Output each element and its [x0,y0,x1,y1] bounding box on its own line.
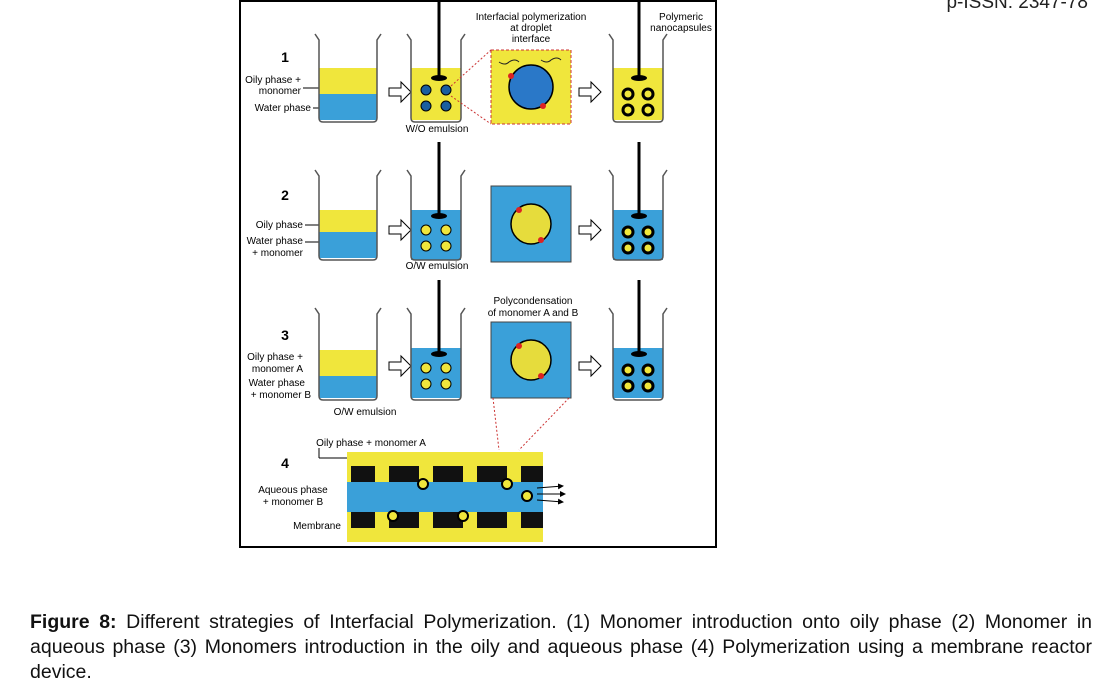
row-3-arrow-1 [388,354,412,378]
row-4-aqueous-label-2: + monomer B [263,497,324,508]
row-number-2: 2 [281,187,289,203]
row-number-4: 4 [281,455,289,471]
label-interfacial-3: interface [512,34,551,45]
row-4: 4 Oily phase + monomer A Aqueous phase +… [258,438,566,542]
row-4-oily-label: Oily phase + monomer A [316,438,426,449]
caption-text: Different strategies of Interfacial Poly… [30,610,1093,683]
row-number-3: 3 [281,327,289,343]
figure-caption: Figure 8: Different strategies of Interf… [30,610,1092,685]
label-nanocapsules-1: Polymeric [659,12,703,23]
row-3-extra-2: of monomer A and B [488,308,579,319]
label-nanocapsules-2: nanocapsules [650,23,712,34]
issn-header: p-ISSN: 2347-78 [946,0,1088,13]
membrane-aqueous-channel [347,482,543,512]
row-2-arrow-2 [578,218,602,242]
row-2-oily-label: Oily phase [256,220,304,231]
beaker-1-water [319,94,377,120]
row-1-oily-label-2: monomer [259,86,302,97]
row-1-emulsion-label: W/O emulsion [406,124,469,135]
label-interfacial-1: Interfacial polymerization [476,12,587,23]
row-4-membrane-label: Membrane [293,521,341,532]
label-interfacial-2: at droplet [510,23,552,34]
membrane-oil-top [347,452,543,466]
figure-svg: Interfacial polymerization at droplet in… [245,2,712,542]
caption-lead: Figure 8: [30,610,117,633]
row-number-1: 1 [281,49,289,65]
row-3-extra-1: Polycondensation [494,296,573,307]
row-3-oily-label-2: monomer A [252,364,303,375]
row-3-water-label-2: + monomer B [251,390,312,401]
row-3-oily-label-1: Oily phase + [247,352,303,363]
row-2-emulsion-label: O/W emulsion [406,261,469,272]
row-3-water-label-1: Water phase [249,378,306,389]
beaker-1-glass [314,33,382,123]
row-2: 2 Oily phase Water phase + monomer O/W e… [247,142,668,272]
beaker-1-oil [319,68,377,94]
row-3: 3 Oily phase + monomer A Water phase + m… [247,280,668,451]
row-4-aqueous-label-1: Aqueous phase [258,485,328,496]
row-1-oily-label-1: Oily phase + [245,75,301,86]
row-1: 1 Oily phase + monomer Water phase W/O e… [245,2,668,135]
row-3-emulsion-label: O/W emulsion [334,407,397,418]
row-2-water-label-2: + monomer [252,248,304,259]
membrane-oil-bottom [347,528,543,542]
row-1-water-label: Water phase [255,103,312,114]
row-1-arrow-2 [578,80,602,104]
row-1-arrow-1 [388,80,412,104]
row-2-arrow-1 [388,218,412,242]
row-3-arrow-2 [578,354,602,378]
figure-8-illustration: Interfacial polymerization at droplet in… [239,0,717,548]
row-2-water-label-1: Water phase [247,236,304,247]
